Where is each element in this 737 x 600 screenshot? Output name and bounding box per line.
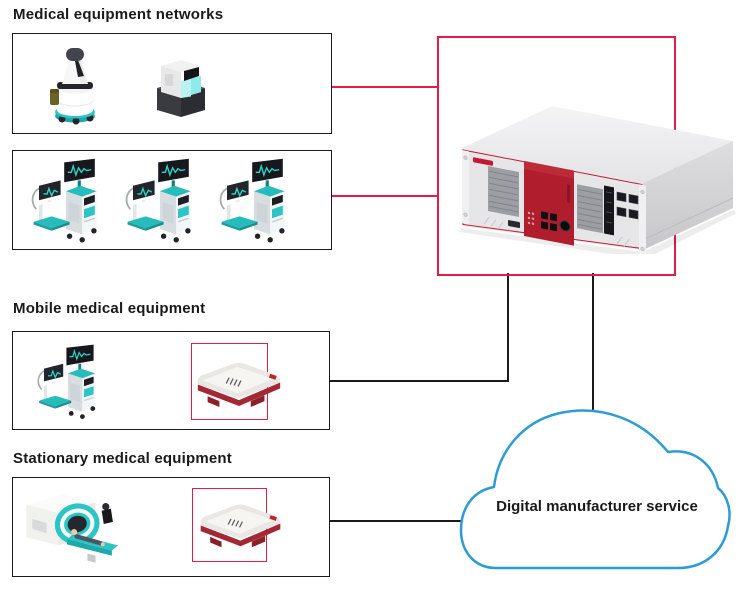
connector-network1-to-hub: [332, 86, 437, 88]
cloud-service: Digital manufacturer service: [456, 402, 737, 576]
delivery-robot-icon: [50, 48, 95, 125]
connector-gateway-stationary-to-cloud: [283, 520, 470, 522]
medical-cart-icon: [36, 344, 100, 422]
cloud-outline-icon: [459, 409, 731, 570]
medical-cart-icon: [218, 158, 290, 246]
rack-server-icon: [459, 106, 735, 254]
section-title-stationary: Stationary medical equipment: [13, 450, 232, 467]
section-title-mobile: Mobile medical equipment: [13, 300, 206, 317]
medical-cart-icon: [30, 158, 102, 246]
connector-hub-to-cloud: [592, 273, 594, 414]
connector-gateway-mobile-horizontal: [283, 380, 509, 382]
iot-gateway-icon: [193, 497, 288, 552]
medical-cart-icon: [124, 158, 196, 246]
section-title-networks: Medical equipment networks: [13, 6, 224, 23]
iot-gateway-icon: [190, 355, 288, 412]
cloud-service-label: Digital manufacturer service: [496, 498, 698, 515]
connector-gateway-mobile-vertical: [507, 273, 509, 382]
mri-scanner-icon: [26, 494, 118, 563]
connector-network2-to-hub: [332, 195, 437, 197]
kiosk-robot-icon: [157, 60, 205, 117]
